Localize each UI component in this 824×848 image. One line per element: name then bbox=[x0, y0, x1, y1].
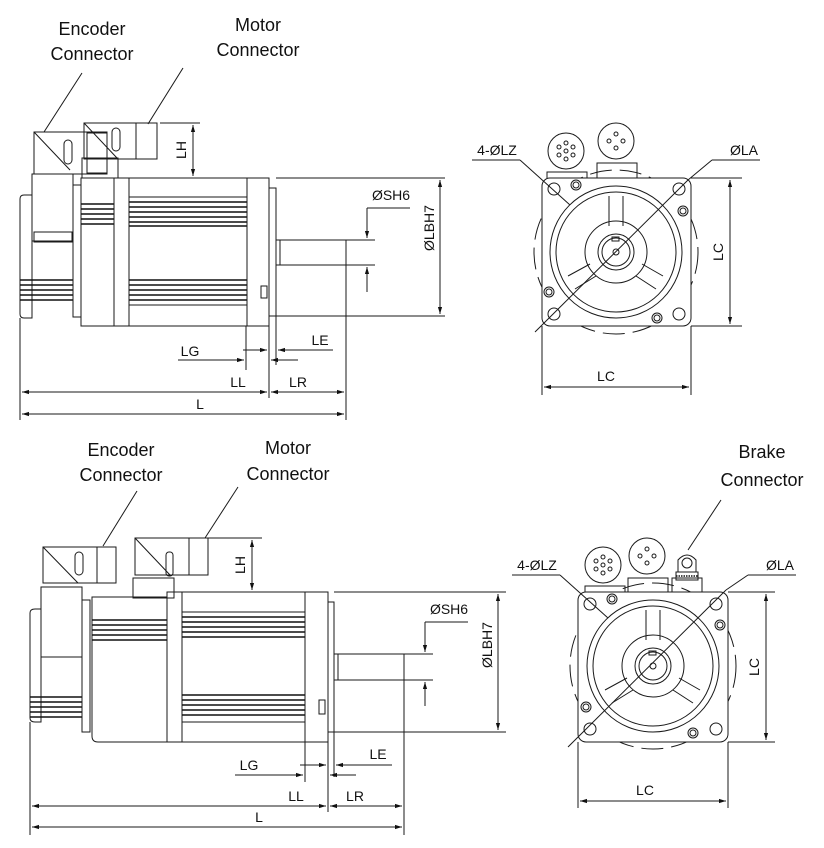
stator-body bbox=[181, 591, 306, 743]
dim-lg: LG bbox=[181, 343, 200, 359]
encoder-housing bbox=[19, 194, 33, 319]
encoder-housing bbox=[29, 608, 42, 723]
side-view-standard: Encoder Connector Motor Connector bbox=[19, 15, 445, 420]
motor-connector-label-1: Motor bbox=[235, 15, 281, 35]
encoder-pins bbox=[556, 140, 576, 162]
dim-lg: LG bbox=[240, 757, 259, 773]
dim-mount-holes: 4-ØLZ bbox=[477, 142, 517, 158]
mount-holes bbox=[543, 179, 689, 324]
stator-fins-lower bbox=[182, 694, 305, 716]
dim-lc-vertical: LC bbox=[710, 243, 726, 261]
dim-mount-holes: 4-ØLZ bbox=[517, 557, 557, 573]
dim-pcd: ØLA bbox=[766, 557, 795, 573]
motor-leader-line bbox=[204, 486, 239, 539]
rear-fins bbox=[20, 279, 73, 301]
stator-fins-upper bbox=[182, 616, 305, 638]
rear-body bbox=[80, 177, 115, 327]
front-flange bbox=[246, 177, 270, 327]
mid-ring bbox=[166, 591, 183, 743]
dim-lc-horizontal: LC bbox=[636, 782, 654, 798]
front-flange bbox=[304, 591, 329, 743]
dim-lc-vertical: LC bbox=[746, 658, 762, 676]
dim-lh: LH bbox=[173, 141, 189, 159]
pcd-circle bbox=[533, 169, 699, 335]
encoder-connector bbox=[31, 131, 108, 243]
dim-flange-diameter: ØLBH7 bbox=[479, 622, 495, 668]
encoder-flange bbox=[72, 184, 82, 318]
motor-pins bbox=[637, 546, 657, 566]
stator-fins-upper bbox=[129, 201, 247, 227]
motor-connector-face bbox=[597, 122, 635, 160]
motor-connector-label-1: Motor bbox=[265, 438, 311, 458]
side-view-brake: Encoder Connector Motor Connector bbox=[29, 438, 506, 835]
dimension-lines bbox=[19, 122, 445, 420]
brake-connector-label-1: Brake bbox=[738, 442, 785, 462]
rear-body-fins bbox=[81, 203, 114, 225]
stator-fins-lower bbox=[129, 279, 247, 301]
dim-ll: LL bbox=[230, 374, 246, 390]
pcd-circle bbox=[569, 582, 737, 750]
dim-le: LE bbox=[311, 332, 328, 348]
square-flange bbox=[541, 177, 692, 327]
mid-ring bbox=[113, 177, 130, 327]
brake-leader-line bbox=[687, 499, 722, 551]
rear-fins bbox=[30, 696, 82, 718]
brake-fins bbox=[92, 619, 167, 641]
dim-flange-diameter: ØLBH7 bbox=[421, 205, 437, 251]
stator-body bbox=[128, 177, 248, 327]
motor-connector-face bbox=[628, 537, 666, 575]
spokes bbox=[567, 196, 664, 290]
shaft bbox=[333, 653, 405, 681]
dim-lc-horizontal: LC bbox=[597, 368, 615, 384]
encoder-flange bbox=[81, 599, 91, 733]
motor-connector bbox=[132, 537, 209, 599]
mount-holes bbox=[580, 593, 726, 739]
encoder-connector-face bbox=[584, 546, 622, 584]
encoder-connector-face bbox=[547, 132, 585, 170]
motor-connector-label-2: Connector bbox=[246, 464, 329, 484]
front-view-brake: Brake Connector bbox=[512, 442, 804, 808]
motor-leader-line bbox=[147, 67, 184, 125]
flange-spigot bbox=[327, 601, 335, 733]
dim-lh: LH bbox=[232, 556, 248, 574]
square-flange bbox=[577, 591, 729, 743]
encoder-connector-label-2: Connector bbox=[79, 465, 162, 485]
brake-connector-label-2: Connector bbox=[720, 470, 803, 490]
encoder-connector-label-1: Encoder bbox=[87, 440, 154, 460]
spokes bbox=[604, 610, 701, 704]
dim-shaft-diameter: ØSH6 bbox=[430, 601, 468, 617]
dim-l: L bbox=[196, 396, 204, 412]
brake-connector bbox=[671, 554, 703, 595]
dim-pcd: ØLA bbox=[730, 142, 759, 158]
dim-le: LE bbox=[369, 746, 386, 762]
dim-lr: LR bbox=[346, 788, 364, 804]
motor-connector-label-2: Connector bbox=[216, 40, 299, 60]
encoder-leader-line bbox=[43, 72, 83, 133]
encoder-pins bbox=[593, 554, 613, 576]
shaft bbox=[275, 239, 347, 266]
front-view-standard: 4-ØLZ ØLA LC LC bbox=[472, 122, 760, 395]
encoder-leader-line bbox=[102, 490, 138, 547]
dim-ll: LL bbox=[288, 788, 304, 804]
dim-shaft-diameter: ØSH6 bbox=[372, 187, 410, 203]
flange-spigot bbox=[268, 187, 277, 317]
dim-l: L bbox=[255, 809, 263, 825]
dim-lr: LR bbox=[289, 374, 307, 390]
encoder-connector-label-1: Encoder bbox=[58, 19, 125, 39]
encoder-connector-label-2: Connector bbox=[50, 44, 133, 64]
motor-pins bbox=[606, 131, 626, 151]
motor-connector bbox=[81, 122, 158, 179]
brake-body bbox=[91, 596, 168, 743]
dimension-lines bbox=[29, 537, 506, 835]
